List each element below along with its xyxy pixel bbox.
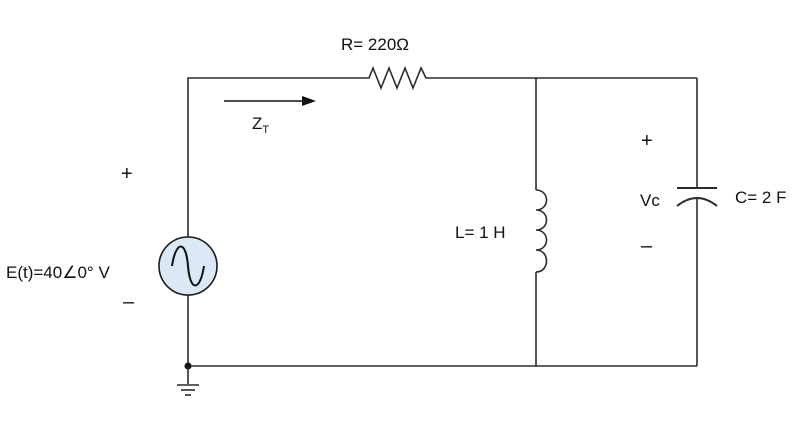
impedance-label: ZT	[252, 114, 269, 136]
source-plus-sign: +	[121, 163, 133, 185]
wire-bottom	[187, 295, 697, 367]
arrow-right-icon	[302, 96, 316, 106]
resistor-label: R= 220Ω	[341, 35, 409, 54]
resistor: R= 220Ω	[341, 35, 432, 91]
source-minus-sign: –	[123, 291, 135, 313]
inductor-label: L= 1 H	[455, 223, 506, 242]
ac-source: + E(t)=40∠0° V –	[6, 163, 218, 313]
sine-wave-icon	[171, 245, 205, 287]
capacitor: + Vc C= 2 F –	[640, 130, 787, 257]
resistor-zigzag	[363, 65, 432, 91]
ground-icon	[177, 362, 199, 396]
wires	[187, 77, 698, 367]
impedance-indicator: ZT	[224, 96, 316, 136]
capacitor-minus-sign: –	[641, 235, 653, 257]
capacitor-plate-bottom	[676, 197, 718, 207]
wire-left-top	[187, 77, 363, 237]
capacitor-plus-sign: +	[641, 130, 653, 152]
source-label: E(t)=40∠0° V	[6, 263, 110, 282]
capacitor-voltage-label: Vc	[640, 191, 660, 210]
inductor: L= 1 H	[455, 189, 548, 273]
inductor-coil-icon	[535, 189, 548, 273]
capacitor-value-label: C= 2 F	[735, 188, 787, 207]
